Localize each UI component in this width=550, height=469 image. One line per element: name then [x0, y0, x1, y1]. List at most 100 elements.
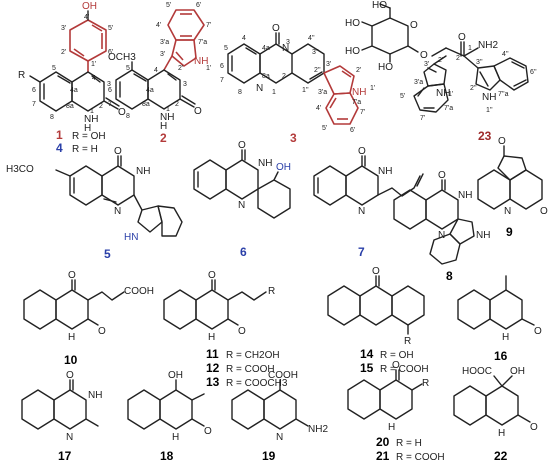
c2-pos-1: 1	[166, 106, 170, 113]
c1-r-def: R = OH	[72, 131, 106, 142]
c3-n3-text: N	[282, 43, 289, 54]
c23-pos-2pp: 2''	[470, 85, 477, 92]
c2-pos-3pa: 3'a	[160, 39, 169, 46]
label-12: 12	[206, 361, 220, 375]
c20-o-text: O	[392, 360, 400, 371]
c3-n1-text: N	[256, 83, 263, 94]
c3-pos-6: 6	[220, 63, 224, 70]
c14-r-def: R = OH	[380, 350, 414, 361]
c23-o-ring: O	[410, 20, 418, 31]
c3-pos-1: 1	[272, 89, 276, 96]
c7-n-text: N	[358, 206, 365, 217]
c8-nh-indole: NH	[476, 230, 490, 241]
c3-pos-6p: 6'	[350, 127, 355, 134]
c2-och3-text: OCH3	[108, 52, 136, 63]
c1-pos-2p: 2'	[61, 49, 66, 56]
c3-pos-2: 2	[282, 73, 286, 80]
label-11: 11	[206, 347, 219, 361]
c5-h3co-text: H3CO	[6, 164, 34, 175]
c1-nh-text: NH	[84, 114, 98, 125]
c19-nh2-text: NH2	[308, 424, 328, 435]
c3-pos-1p: 1'	[370, 85, 375, 92]
c5-hn-text: HN	[124, 232, 138, 243]
c2-pos-4: 4	[154, 67, 158, 74]
c18-o-text: O	[204, 426, 212, 437]
c2-pos-6p: 6'	[196, 2, 201, 9]
c2-o-text: O	[194, 106, 202, 117]
c23-o-carbonyl: O	[458, 32, 466, 43]
c2-pos-7: 7	[108, 101, 112, 108]
c6-n-text: N	[238, 200, 245, 211]
c8-nh-text: NH	[458, 190, 472, 201]
c3-pos-3pa: 3'a	[318, 89, 327, 96]
c23-pos-7p: 7'	[420, 115, 425, 122]
c3-pos-7: 7	[220, 77, 224, 84]
c23-nh-b: NH	[482, 92, 496, 103]
c3-o-text: O	[272, 23, 280, 34]
c2-pos-5p: 5'	[166, 2, 171, 9]
c23-pos-1pp: 1''	[486, 107, 493, 114]
compound-3: O N N NH 4 5 4a 3 3'' 4'' 6 7 8a 2 8 1 1…	[220, 23, 375, 145]
label-4: 4	[56, 141, 63, 155]
c18-oh-text: OH	[168, 370, 183, 381]
c20-r-def: R = H	[396, 438, 422, 449]
c19-n-text: N	[276, 432, 283, 443]
c17-o-text: O	[66, 370, 74, 381]
c23-pos-3p: 3'	[424, 61, 429, 68]
label-9: 9	[506, 225, 513, 239]
c23-pos-1p: 1'	[448, 91, 453, 98]
c1-pos-5: 5	[52, 65, 56, 72]
compound-18: OH O H 18	[127, 370, 212, 463]
c8-o-text: O	[438, 170, 446, 181]
c2-pos-3: 3	[183, 81, 187, 88]
c7-nh-text: NH	[378, 166, 392, 177]
c23-pos-6pp: 6''	[530, 69, 537, 76]
c16-h-text: H	[502, 332, 509, 343]
c3-pos-4p: 4'	[316, 105, 321, 112]
c23-ho-left1: HO	[345, 18, 360, 29]
c23-pos-5p: 5'	[400, 93, 405, 100]
compound-6: O NH OH N 6	[193, 140, 291, 259]
c22-o-text: O	[530, 422, 538, 433]
c4-r-def: R = H	[72, 144, 98, 155]
c2-pos-7p: 7'	[206, 22, 211, 29]
c3-pos-7p: 7'	[360, 109, 365, 116]
c3-pos-2pp: 2''	[314, 67, 321, 74]
label-13: 13	[206, 375, 220, 389]
compound-17: O NH N 17	[21, 370, 102, 463]
c5-o-text: O	[114, 146, 122, 157]
c22-h-text: H	[498, 428, 505, 439]
compound-22: HOOC OH O H 22	[453, 366, 538, 463]
c1-pos-3p: 3'	[61, 25, 66, 32]
compound-10: O COOH O H 10	[23, 270, 154, 367]
c10-cooh-text: COOH	[124, 286, 154, 297]
c11-o-top: O	[208, 270, 216, 281]
c10-h-text: H	[68, 332, 75, 343]
c5-n-text: N	[114, 206, 121, 217]
c3-pos-2p: 2'	[356, 67, 361, 74]
c1-pos-7: 7	[32, 101, 36, 108]
c11-h-text: H	[208, 332, 215, 343]
c23-pos-3pa: 3'a	[414, 79, 423, 86]
label-3: 3	[290, 131, 297, 145]
c5-nh-text: NH	[136, 166, 150, 177]
c1-pos-1p: 1'	[91, 61, 96, 68]
c1-pos-4p: 4'	[84, 14, 89, 21]
c2-pos-4p: 4'	[156, 22, 161, 29]
label-16: 16	[494, 349, 508, 363]
c19-cooh-text: COOH	[268, 370, 298, 381]
label-6: 6	[240, 245, 247, 259]
label-2: 2	[160, 131, 167, 145]
c3-pos-7pa: 7'a	[352, 99, 361, 106]
c23-pos-7ppa: 7''a	[498, 91, 509, 98]
c2-h-text: H	[160, 121, 167, 132]
c14-r-text: R	[404, 336, 411, 347]
c23-nh2-text: NH2	[478, 40, 498, 51]
c18-h-text: H	[172, 432, 179, 443]
label-8: 8	[446, 269, 453, 283]
compound-8: O NH N NH 8	[393, 170, 490, 283]
c23-pos-4pp: 4''	[502, 51, 509, 58]
c3-pos-5p: 5'	[322, 125, 327, 132]
c17-n-text: N	[66, 432, 73, 443]
c1-pos-6: 6	[32, 87, 36, 94]
